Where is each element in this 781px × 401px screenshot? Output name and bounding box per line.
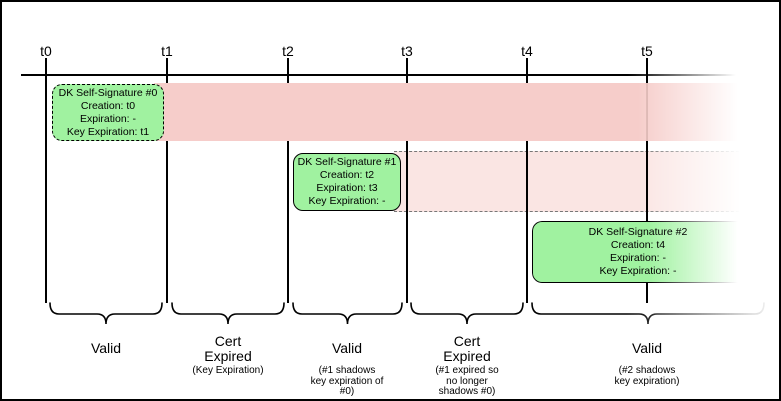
expired-band-sig0 (154, 83, 744, 141)
segment-3-sublabel: (#1 expired so no longer shadows #0) (435, 365, 499, 397)
tick-label-t4: t4 (521, 43, 533, 59)
brace-segment-4-wrapper (2, 302, 779, 333)
tick-line-t3 (406, 58, 408, 303)
signature-box-0: DK Self-Signature #0 Creation: t0 Expira… (52, 84, 164, 141)
tick-label-t0: t0 (40, 43, 52, 59)
signature-0-expiration: Expiration: - (79, 112, 137, 125)
segment-3-label: Cert Expired (443, 332, 491, 364)
segment-2-sublabel: (#1 shadows key expiration of #0) (310, 365, 384, 397)
brace-segment-0 (49, 302, 163, 325)
segment-label-1: Cert Expired (Key Expiration) (166, 333, 290, 377)
signature-box-1: DK Self-Signature #1 Creation: t2 Expira… (293, 153, 401, 211)
brace-segment-2 (292, 302, 403, 325)
signature-1-key-expiration: Key Expiration: - (308, 195, 386, 207)
tick-label-t2: t2 (282, 43, 294, 59)
segment-braces (49, 302, 524, 325)
tick-label-t1: t1 (161, 43, 173, 59)
brace-segment-3 (410, 302, 524, 325)
signature-0-key-expiration: Key Expiration: t1 (66, 125, 150, 138)
shadow-band-sig1 (394, 151, 744, 212)
signature-0-title: DK Self-Signature #0 (58, 86, 158, 99)
brace-segment-1 (171, 302, 285, 325)
tick-label-t3: t3 (401, 43, 413, 59)
brace-segment-4 (531, 302, 765, 325)
tick-line-t4 (526, 58, 528, 303)
segment-label-2: Valid (#1 shadows key expiration of #0) (285, 333, 409, 398)
signature-1-title: DK Self-Signature #1 (297, 156, 397, 168)
segment-1-sublabel: (Key Expiration) (192, 365, 264, 376)
segment-4-sublabel: (#2 shadows key expiration) (614, 365, 680, 387)
segment-label-4: Valid (#2 shadows key expiration) (585, 333, 709, 387)
segment-4-label: Valid (631, 340, 663, 356)
segment-label-0: Valid (44, 333, 168, 366)
brace-segment-4-svg (531, 302, 765, 325)
signature-0-creation: Creation: t0 (80, 99, 136, 112)
signature-1-creation: Creation: t2 (319, 169, 375, 181)
tick-line-t5 (646, 58, 648, 303)
segment-label-3: Cert Expired (#1 expired so no longer sh… (405, 333, 529, 398)
tick-line-t0 (45, 58, 47, 303)
signature-1-expiration: Expiration: t3 (316, 182, 378, 194)
segment-2-label: Valid (331, 340, 363, 356)
tick-line-t2 (287, 58, 289, 303)
segment-1-label: Cert Expired (204, 332, 252, 364)
time-axis-line (21, 74, 743, 76)
signature-box-2 (532, 221, 744, 283)
tick-line-t1 (166, 58, 168, 303)
segment-0-label: Valid (90, 340, 122, 356)
tick-label-t5: t5 (641, 43, 653, 59)
